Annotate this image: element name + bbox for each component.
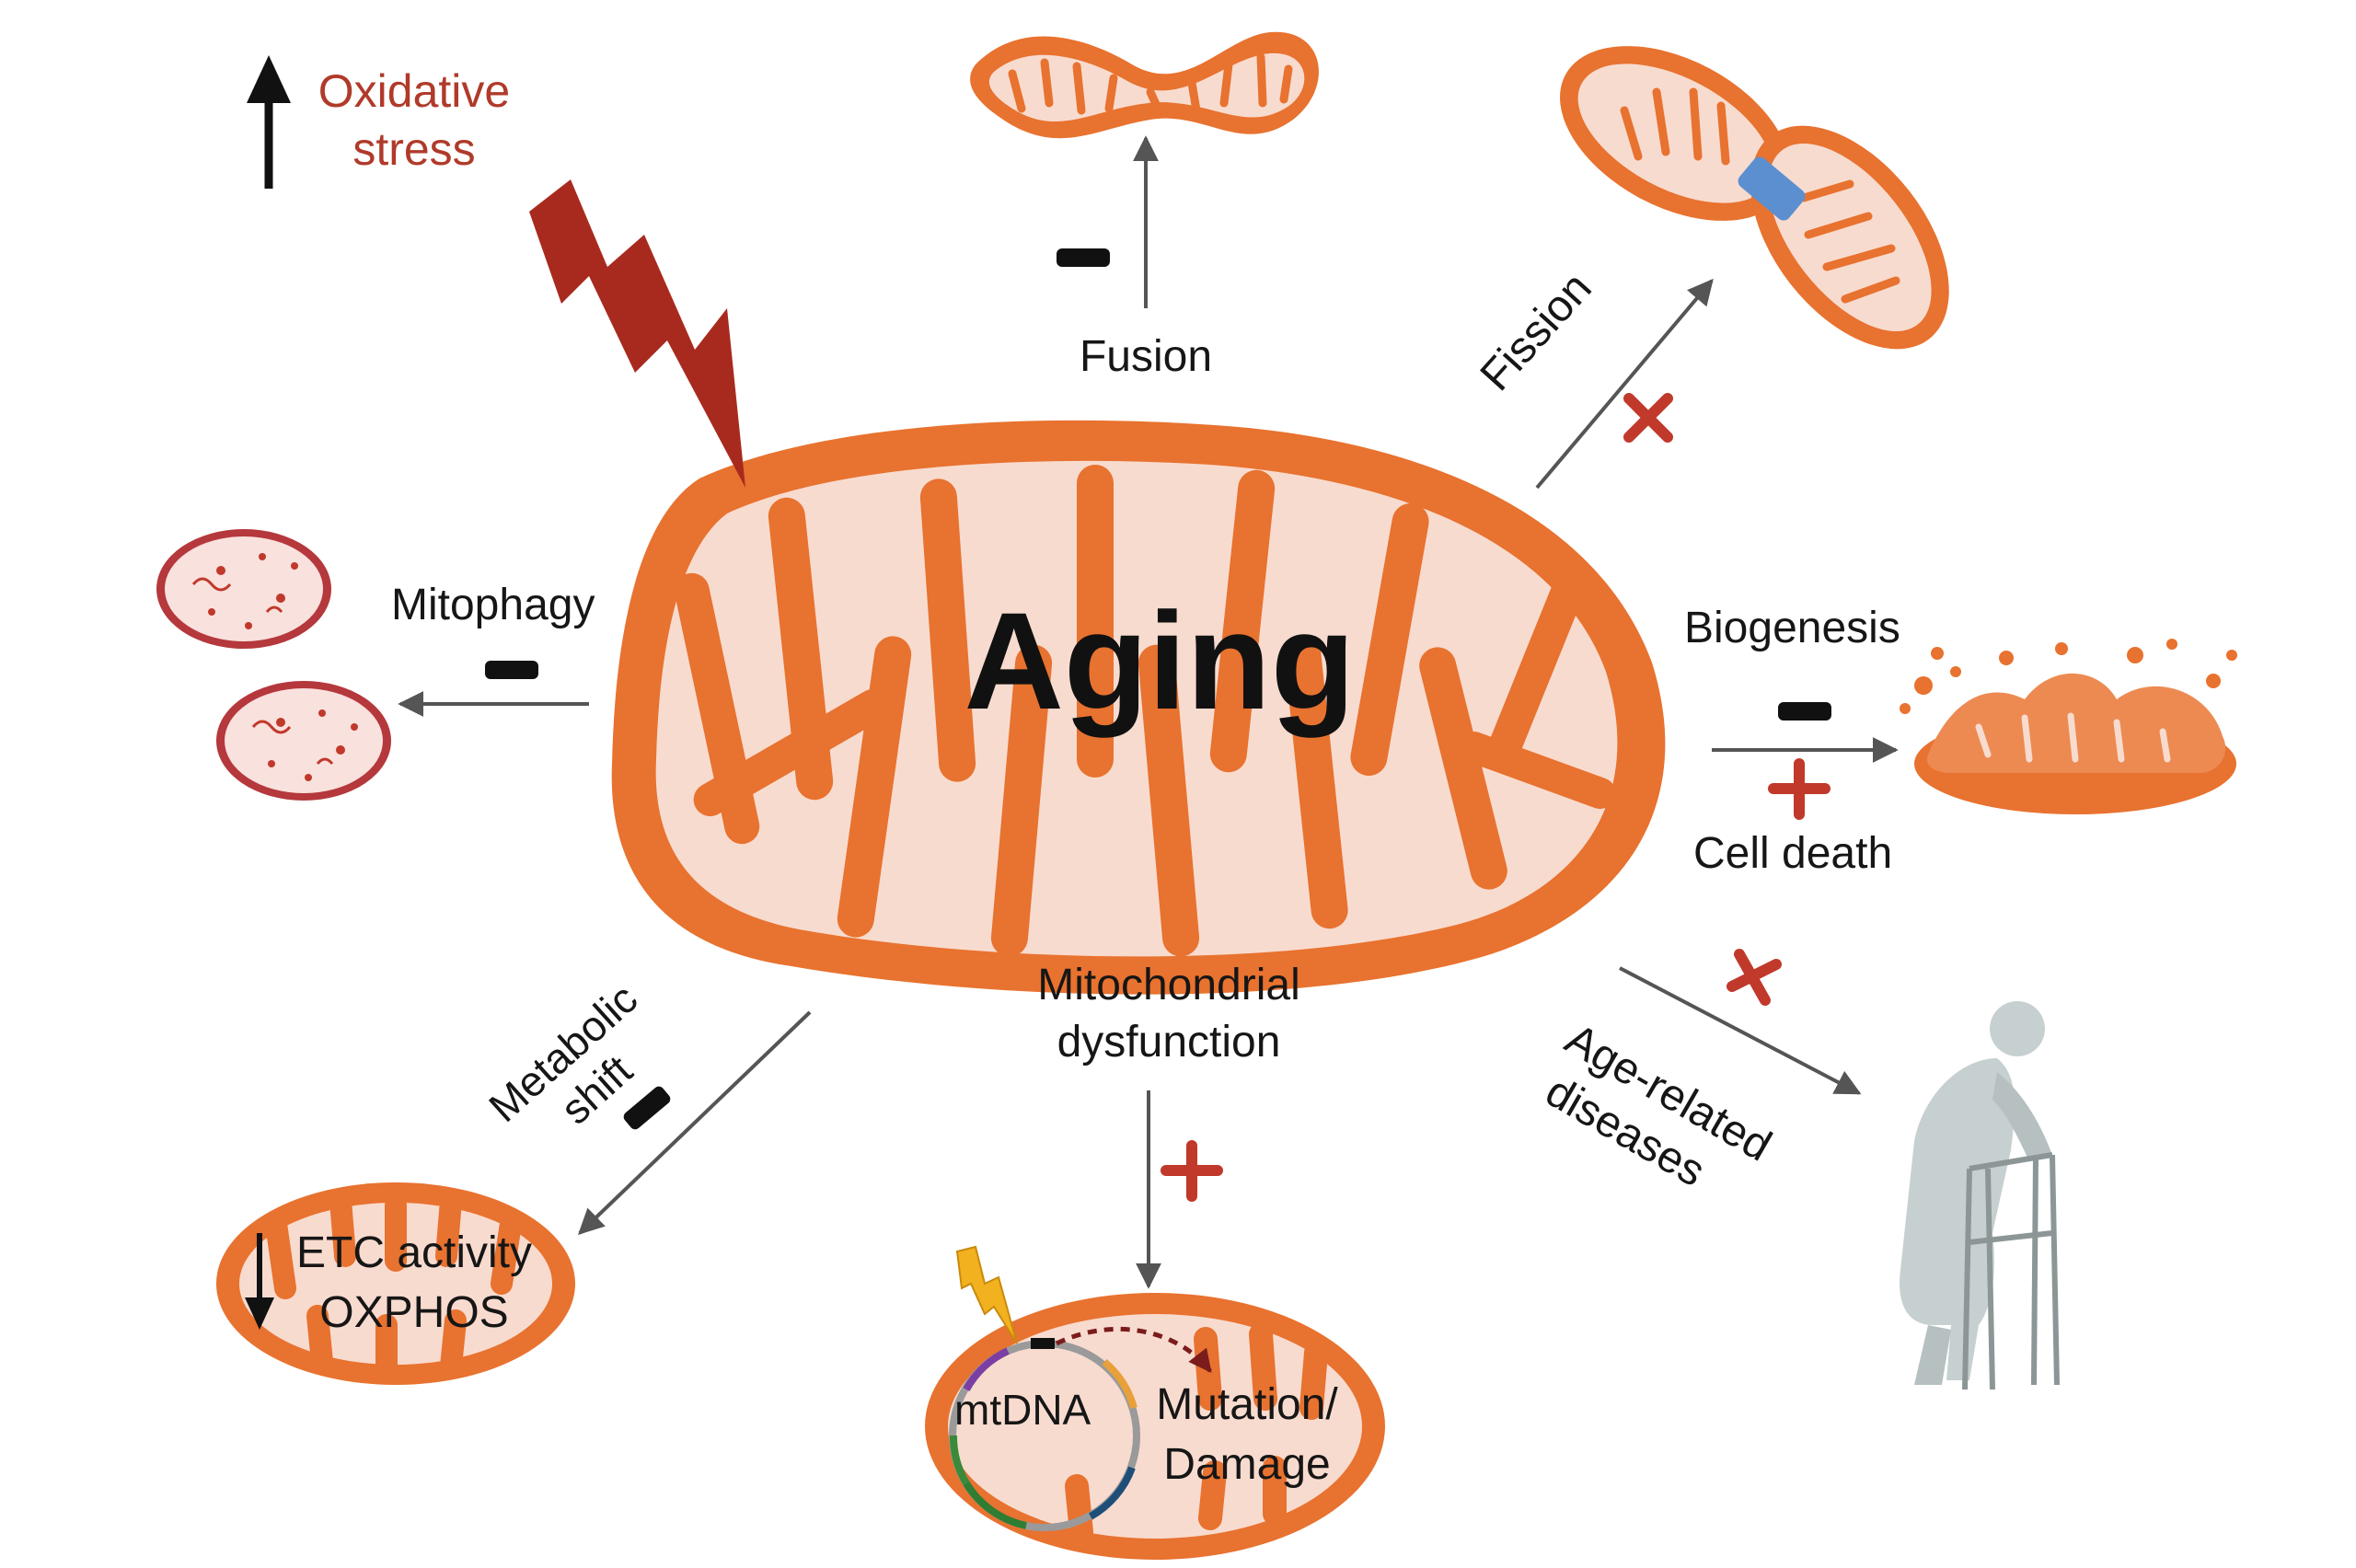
oxidative-stress-line1: Oxidative: [318, 65, 511, 117]
dysfunction-increase-sign: [1161, 1140, 1223, 1202]
mtdna-mitochondrion-icon: [925, 1245, 1385, 1560]
central-mitochondrion: [611, 420, 1666, 995]
fission-arrow: [1535, 278, 1714, 490]
damage-text: Damage: [1163, 1439, 1331, 1489]
etc-mitochondrion-icon: [216, 1182, 575, 1385]
cell-death-increase-sign: [1768, 758, 1831, 820]
oxidative-stress-line2: stress: [352, 122, 476, 175]
mitophagy-decrease-sign: [485, 661, 538, 679]
oxidative-stress-label: Oxidative stress: [285, 63, 543, 178]
fission-mitochondria-icon: [1560, 46, 1949, 350]
increase-arrow-icon: [247, 55, 291, 189]
fusion-decrease-sign: [1057, 248, 1110, 267]
damaged-mitochondrion-icon: [1900, 639, 2237, 814]
etc-activity-text: ETC activity: [295, 1228, 533, 1277]
fission-increase-sign: [1623, 393, 1673, 443]
decrease-arrow-icon: [245, 1233, 274, 1330]
fusion-label: Fusion: [1079, 332, 1213, 381]
biogenesis-decrease-sign: [1778, 702, 1831, 721]
mito-dysfunction-line1: Mitochondrial: [1037, 961, 1300, 1009]
metabolic-decrease-sign: [623, 1086, 671, 1130]
age-related-arrow: [1619, 966, 1862, 1095]
lysosome-icon: [156, 529, 391, 801]
age-related-increase-sign: [1727, 949, 1782, 1006]
mutation-damage-label: Mutation/ Damage: [1141, 1376, 1353, 1495]
mito-dysfunction-line2: dysfunction: [1057, 1018, 1281, 1067]
mito-dysfunction-label: Mitochondrial dysfunction: [976, 957, 1362, 1072]
etc-label: ETC activity OXPHOS: [267, 1224, 561, 1343]
biogenesis-label: Biogenesis: [1684, 604, 1900, 652]
oxphos-text: OXPHOS: [319, 1287, 509, 1337]
lightning-bolt-icon: [529, 179, 745, 488]
mutation-text: Mutation/: [1156, 1380, 1338, 1429]
mitophagy-label: Mitophagy: [391, 581, 595, 629]
cristae: [674, 465, 1616, 957]
page-title: Aging: [964, 583, 1356, 738]
small-lightning-icon: [955, 1245, 1018, 1344]
metabolic-shift-arrow: [577, 1010, 812, 1235]
mtdna-label: mtDNA: [954, 1386, 1091, 1434]
elderly-person-walker-icon: [1900, 1001, 2060, 1390]
mtdna-circle-icon: [949, 1338, 1140, 1531]
fused-mitochondrion-icon: [970, 31, 1319, 139]
cell-death-label: Cell death: [1693, 829, 1893, 878]
